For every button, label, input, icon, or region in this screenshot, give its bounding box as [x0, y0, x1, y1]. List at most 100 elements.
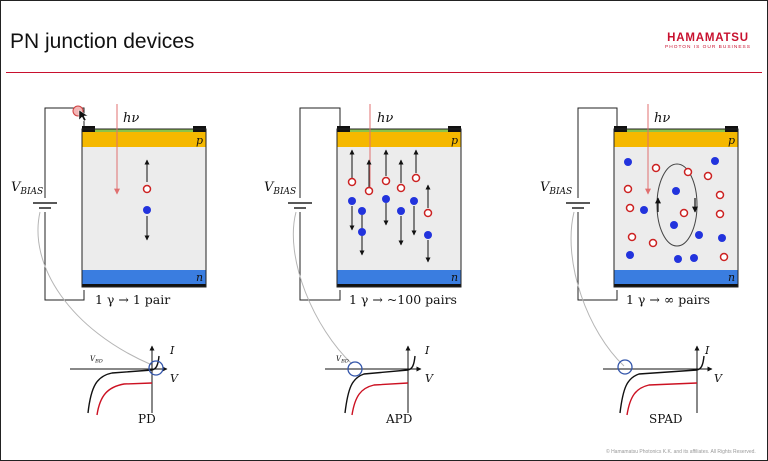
hole	[625, 203, 635, 213]
hole	[396, 183, 406, 193]
bottom-electrode	[337, 284, 461, 287]
operating-point-highlight	[347, 361, 363, 377]
avalanche-loop	[656, 163, 698, 247]
device-name: APD	[385, 412, 412, 426]
hole	[715, 190, 725, 200]
iv-curve-black	[619, 355, 705, 414]
electron	[674, 255, 682, 263]
p-label: p	[196, 134, 203, 147]
v-bias-label: VBIAS	[540, 180, 572, 197]
iv-curve-red	[351, 382, 409, 416]
v-bd-label: VBD	[90, 355, 103, 365]
axis-current-label: I	[424, 344, 430, 357]
n-layer	[82, 270, 206, 284]
title-divider	[6, 72, 762, 73]
logo-wordmark: HAMAMATSU	[667, 32, 749, 44]
v-bias-label: VBIAS	[11, 180, 43, 197]
top-contact	[82, 129, 206, 132]
hamamatsu-logo: HAMAMATSU PHOTON IS OUR BUSINESS	[655, 32, 761, 50]
electron	[348, 197, 356, 205]
bias-wire	[299, 107, 341, 301]
axis-voltage-label: V	[425, 372, 434, 385]
iv-curve-black	[344, 355, 416, 414]
signal-cable	[292, 211, 353, 365]
p-layer	[337, 132, 461, 147]
iv-curve-black	[87, 355, 160, 414]
device-pd: VBIAS p n hν 1 γ → 1 pair VB	[11, 104, 207, 426]
hole	[411, 173, 421, 183]
hole	[683, 167, 693, 177]
bulk-region	[337, 143, 461, 270]
iv-plot-pd: VBD I V	[70, 344, 179, 416]
yield-label: 1 γ → 1 pair	[95, 292, 170, 307]
hole	[364, 186, 374, 196]
electron	[670, 221, 678, 229]
electron-group	[624, 157, 726, 263]
hole	[648, 238, 658, 248]
axis-voltage-label: V	[714, 372, 723, 385]
hole	[142, 184, 152, 194]
n-label: n	[451, 271, 458, 284]
electron	[397, 207, 405, 215]
electron	[143, 206, 151, 214]
electron	[358, 207, 366, 215]
device-spad: VBIAS p n hν	[540, 104, 739, 426]
v-bd-label: VBD	[336, 355, 349, 365]
iv-curve-red	[626, 382, 698, 416]
electron	[718, 234, 726, 242]
hole-group	[347, 173, 433, 218]
iv-plot-spad: I V	[603, 344, 723, 416]
electron	[695, 231, 703, 239]
electron	[424, 231, 432, 239]
p-label: p	[728, 134, 735, 147]
bulk-region	[82, 143, 206, 270]
electron	[410, 197, 418, 205]
bias-wire	[44, 107, 85, 301]
hole	[347, 177, 357, 187]
iv-plot-apd: VBD I V	[325, 344, 434, 416]
copyright-notice: © Hamamatsu Photonics K.K. and its affil…	[606, 449, 756, 455]
axis-current-label: I	[704, 344, 710, 357]
p-layer	[82, 132, 206, 147]
electron-group	[348, 195, 432, 239]
hole	[381, 176, 391, 186]
photon-label: hν	[123, 111, 139, 126]
hole	[627, 232, 637, 242]
device-outline	[336, 128, 462, 288]
axis-voltage-label: V	[170, 372, 179, 385]
top-contact	[337, 129, 461, 132]
hole	[703, 171, 713, 181]
hole-group	[623, 163, 729, 262]
hole	[651, 163, 661, 173]
hole	[719, 252, 729, 262]
logo-tagline: PHOTON IS OUR BUSINESS	[665, 45, 751, 50]
device-outline	[81, 128, 207, 288]
n-layer	[337, 270, 461, 284]
avalanche-carriers	[349, 149, 431, 263]
n-layer	[614, 270, 738, 284]
signal-cable	[570, 211, 625, 367]
yield-label: 1 γ → ~100 pairs	[349, 292, 457, 307]
slide-title: PN junction devices	[10, 30, 195, 53]
operating-point-highlight	[148, 360, 164, 376]
p-layer	[614, 132, 738, 147]
hole	[623, 184, 633, 194]
v-bias-label: VBIAS	[264, 180, 296, 197]
hole	[679, 208, 689, 218]
signal-cable	[37, 211, 153, 366]
electron	[624, 158, 632, 166]
hole	[423, 208, 433, 218]
device-name: SPAD	[649, 412, 682, 426]
electron	[626, 251, 634, 259]
operating-point-highlight	[617, 359, 633, 375]
bias-wire	[577, 107, 618, 301]
bottom-electrode	[82, 284, 206, 287]
axis-current-label: I	[169, 344, 175, 357]
iv-curve-red	[96, 382, 153, 416]
top-contact	[614, 129, 738, 132]
electron	[358, 228, 366, 236]
device-apd: VBIAS p n hν	[264, 104, 462, 426]
photon-label: hν	[377, 111, 393, 126]
bottom-electrode	[614, 284, 738, 287]
